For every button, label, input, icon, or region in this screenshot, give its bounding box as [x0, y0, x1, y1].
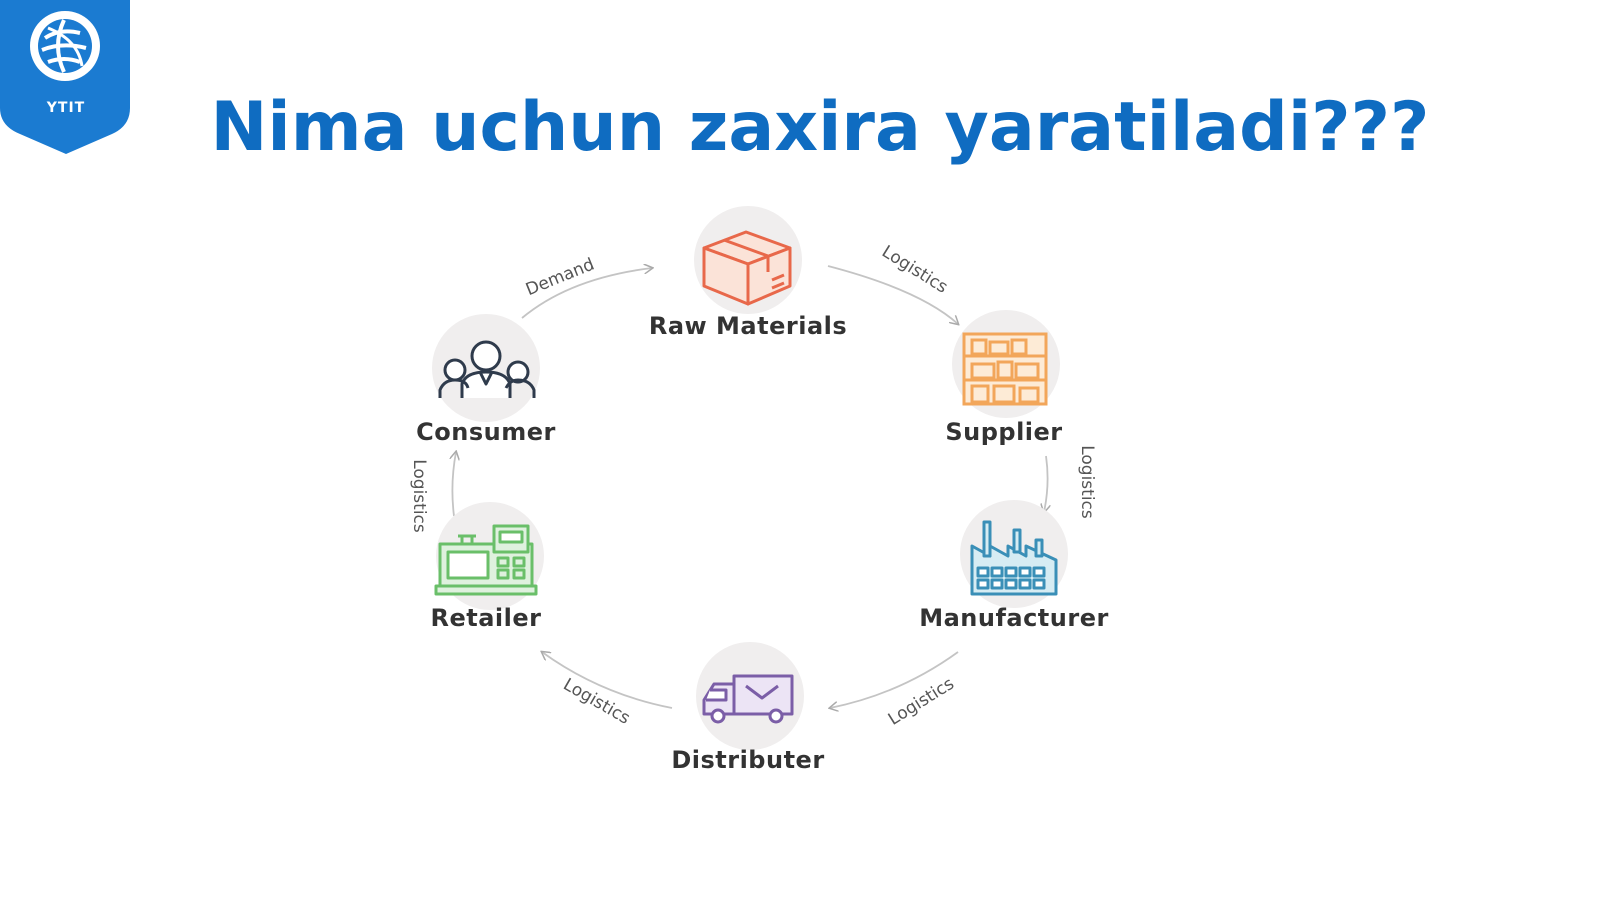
edge-label-logistics: Logistics: [1077, 445, 1097, 519]
edge-label-logistics: Logistics: [885, 674, 958, 730]
node-distributer: [696, 642, 804, 750]
box-icon: [702, 230, 792, 306]
edge-logistics-distributer-retailer: Logistics: [542, 652, 673, 729]
warehouse-shelf-icon: [962, 332, 1048, 406]
edge-logistics-retailer-consumer: Logistics: [409, 452, 456, 533]
people-icon: [438, 340, 536, 398]
edge-logistics-supplier-manufacturer: Logistics: [1044, 445, 1097, 519]
node-label-raw-materials: Raw Materials: [648, 312, 848, 340]
node-manufacturer: [960, 500, 1068, 608]
node-retailer: [434, 502, 544, 610]
node-supplier: [952, 310, 1060, 418]
node-raw-materials: [694, 206, 802, 314]
edge-demand: Demand: [521, 255, 652, 319]
node-consumer: [432, 314, 540, 422]
edge-logistics-manufacturer-distributer: Logistics: [830, 651, 959, 730]
logo-badge-shape: [0, 0, 130, 154]
logo-text: YTIT: [46, 100, 86, 116]
node-label-consumer: Consumer: [416, 418, 556, 446]
factory-icon: [970, 520, 1058, 596]
slide-title: Nima uchun zaxira yaratiladi???: [210, 88, 1430, 167]
node-label-supplier: Supplier: [945, 418, 1063, 446]
edge-label-logistics: Logistics: [560, 675, 634, 729]
cash-register-icon: [434, 524, 538, 596]
edge-label-logistics: Logistics: [878, 242, 951, 298]
node-label-manufacturer: Manufacturer: [919, 604, 1109, 632]
node-label-distributer: Distributer: [671, 746, 825, 774]
node-label-retailer: Retailer: [430, 604, 542, 632]
truck-icon: [702, 674, 794, 724]
edge-label-logistics: Logistics: [409, 459, 429, 533]
ytit-logo: YTIT: [0, 0, 132, 156]
